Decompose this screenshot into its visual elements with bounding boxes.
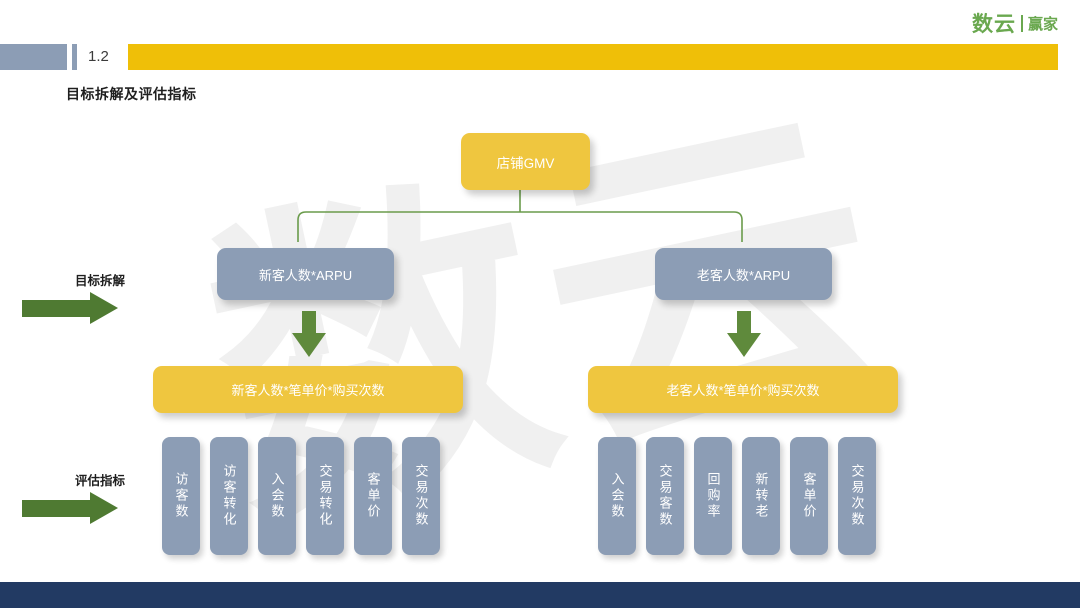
logo-divider [1020,14,1023,32]
page-title: 目标拆解及评估指标 [66,86,197,102]
section-number: 1.2 [88,48,109,65]
side-label-text: 评估指标 [74,474,125,488]
arrow-right-icon-goal [22,292,122,324]
metric-card-row-old: 入会数 交易客数 回购率 新转老 客单价 交易次数 [598,437,876,555]
metric-card[interactable]: 客单价 [790,437,828,555]
metric-card[interactable]: 交易次数 [838,437,876,555]
side-label-evaluation-metrics: 评估指标 [22,470,148,524]
header-blue-tick [72,44,77,70]
metric-card[interactable]: 访客数 [162,437,200,555]
arrow-right-icon-metrics [22,492,122,524]
metric-card[interactable]: 客单价 [354,437,392,555]
metric-label: 客单价 [365,472,381,520]
metric-label: 回购率 [705,472,721,520]
metric-label: 访客数 [173,472,189,520]
metric-card-row-new: 访客数 访客转化 入会数 交易转化 客单价 交易次数 [162,437,440,555]
arrow-down-icon-new [292,311,326,357]
metric-label: 交易转化 [317,464,333,528]
metric-card[interactable]: 交易客数 [646,437,684,555]
logo-secondary-text: 赢家 [1027,15,1058,33]
logo-primary-text: 数云 [971,13,1016,36]
footer-bar [0,582,1080,608]
branch-connector [297,190,743,242]
brand-logo: 数云 赢家 [972,8,1058,38]
metric-label: 入会数 [609,472,625,520]
header-yellow-bar [128,44,1058,70]
header-blue-block [0,44,67,70]
node-store-gmv[interactable]: 店铺GMV [461,133,590,190]
metric-label: 客单价 [801,472,817,520]
side-label-text: 目标拆解 [74,274,125,288]
metric-card[interactable]: 访客转化 [210,437,248,555]
metric-card[interactable]: 入会数 [258,437,296,555]
node-old-customer-formula[interactable]: 老客人数*笔单价*购买次数 [588,366,898,413]
metric-card[interactable]: 交易转化 [306,437,344,555]
metric-card[interactable]: 新转老 [742,437,780,555]
metric-card[interactable]: 回购率 [694,437,732,555]
side-label-goal-breakdown: 目标拆解 [22,270,148,324]
metric-label: 新转老 [753,472,769,520]
metric-label: 访客转化 [221,464,237,528]
metric-label: 交易客数 [657,464,673,528]
node-new-customer-arpu[interactable]: 新客人数*ARPU [217,248,394,300]
node-old-customer-arpu[interactable]: 老客人数*ARPU [655,248,832,300]
node-new-customer-formula[interactable]: 新客人数*笔单价*购买次数 [153,366,463,413]
metric-label: 交易次数 [849,464,865,528]
metric-card[interactable]: 入会数 [598,437,636,555]
metric-card[interactable]: 交易次数 [402,437,440,555]
metric-label: 入会数 [269,472,285,520]
arrow-down-icon-old [727,311,761,357]
metric-label: 交易次数 [413,464,429,528]
header-bar: 1.2 [0,44,1080,70]
